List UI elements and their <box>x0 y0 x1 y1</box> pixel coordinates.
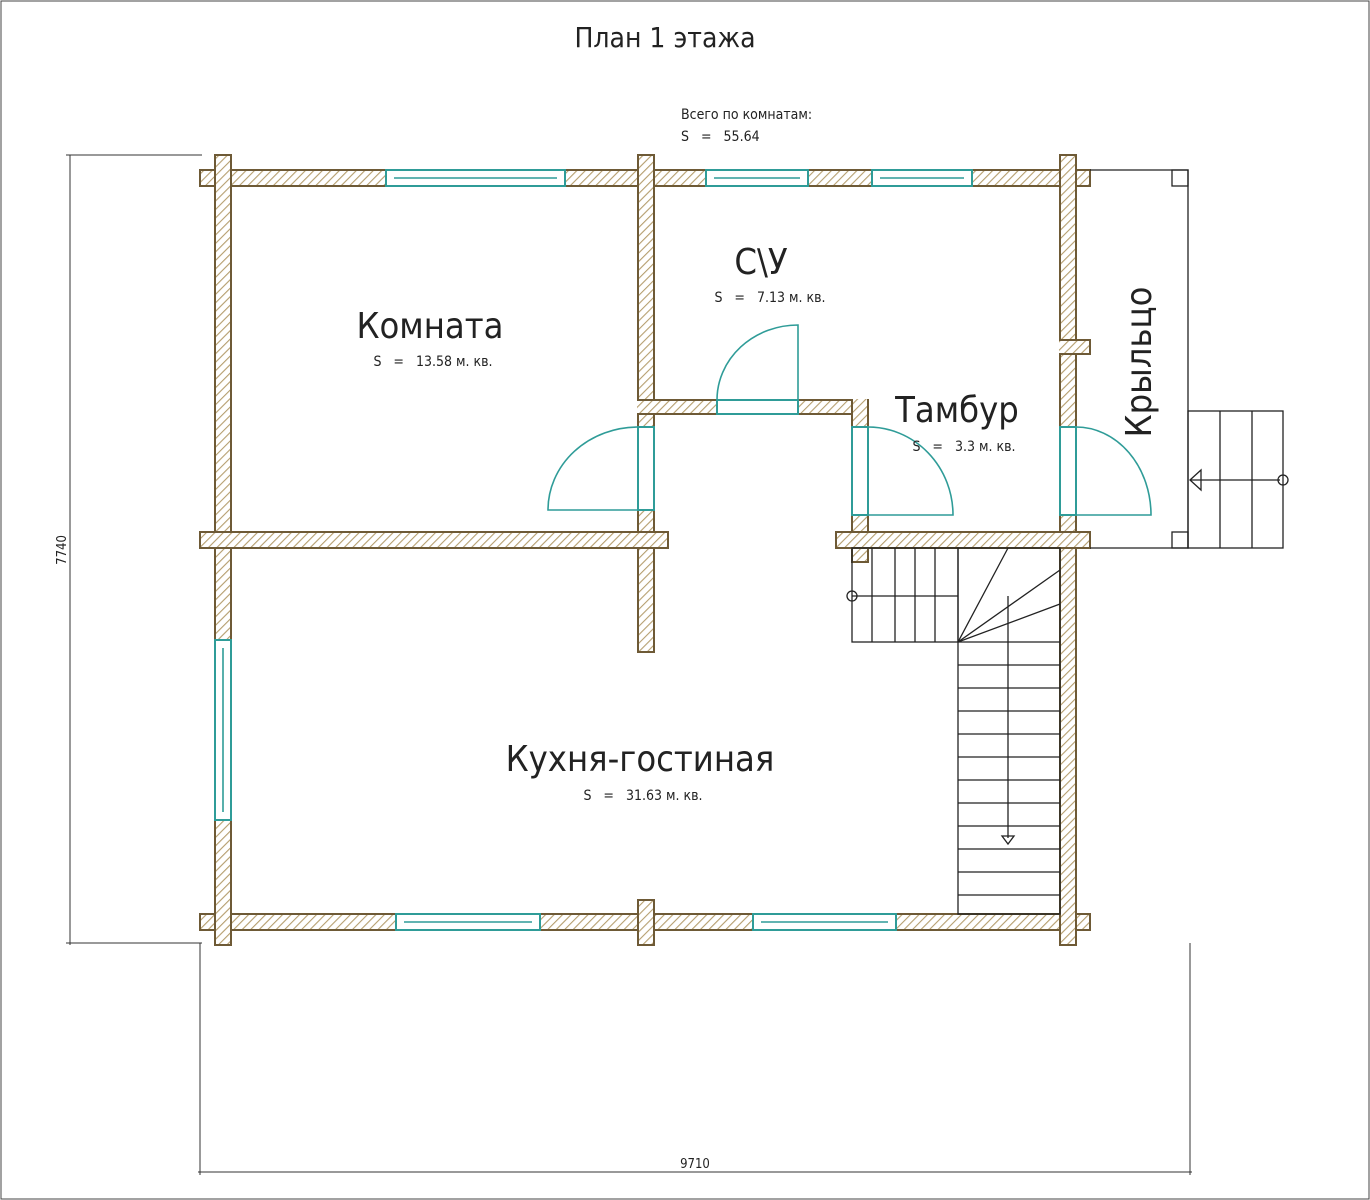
room-name-kitchen-living: Кухня-гостиная <box>506 739 775 780</box>
total-label: Всего по комнатам: <box>681 107 812 123</box>
total-area: S = 55.64 <box>681 129 760 145</box>
plan-title: План 1 этажа <box>574 21 755 54</box>
dimension-height: 7740 <box>55 535 70 565</box>
room-area-kitchen-living: S = 31.63 м. кв. <box>583 788 702 804</box>
room-area-tambur: S = 3.3 м. кв. <box>912 439 1015 455</box>
room-name-komnata: Комната <box>357 306 504 347</box>
porch <box>1090 169 1289 549</box>
room-name-tambur: Тамбур <box>894 390 1019 431</box>
porch-label: Крыльцо <box>1119 287 1160 438</box>
dimension-lines <box>66 154 1192 1175</box>
dimension-width: 9710 <box>680 1157 710 1172</box>
walls <box>199 154 1091 946</box>
room-name-bathroom: С\У <box>734 242 788 283</box>
room-area-bathroom: S = 7.13 м. кв. <box>714 290 825 306</box>
windows <box>214 169 973 931</box>
room-area-komnata: S = 13.58 м. кв. <box>373 354 492 370</box>
staircase <box>846 547 1061 915</box>
doors <box>547 324 1152 516</box>
